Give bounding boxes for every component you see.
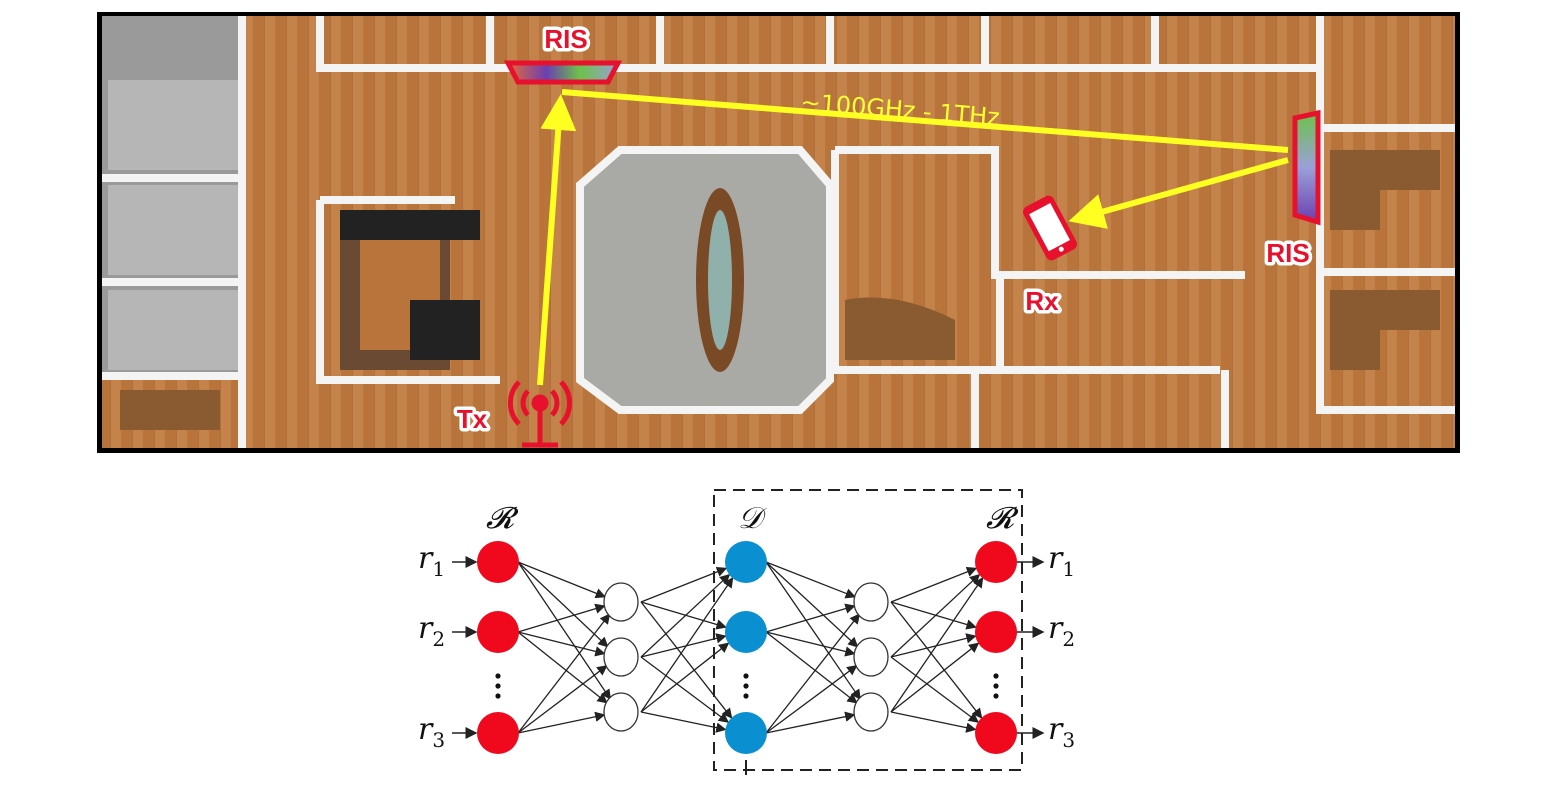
rx-label: Rx (1025, 286, 1059, 316)
latent-node (725, 712, 767, 754)
input-set-label: 𝓡 (486, 501, 519, 536)
beam-ris-to-ris (561, 89, 1289, 153)
ris-right-panel (1292, 109, 1321, 226)
connection-edge (765, 561, 859, 648)
hidden-node (853, 637, 889, 677)
signal-beams (537, 89, 1289, 386)
connection-edge (890, 573, 981, 658)
decoder-dashed-box (713, 489, 1023, 771)
ellipsis-dot (743, 693, 749, 699)
output-node (975, 611, 1017, 653)
connection-edge (517, 561, 607, 599)
antenna-icon (507, 380, 573, 448)
connection-edge (517, 665, 608, 734)
connection-edge (640, 566, 728, 603)
hidden-node (603, 582, 639, 622)
connection-edge (765, 613, 861, 734)
ellipsis-dot (993, 683, 999, 689)
output-node (975, 541, 1017, 583)
hidden-node (853, 692, 889, 732)
ellipsis-dot (495, 683, 501, 689)
ris-top-panel (503, 60, 623, 85)
ris-top-label: RIS (544, 24, 587, 54)
beam-tx-to-ris (537, 94, 577, 386)
input-node (477, 541, 519, 583)
ellipsis-dot (993, 693, 999, 699)
connection-edge (890, 633, 977, 658)
connection-edge (890, 656, 980, 723)
connection-edge (640, 601, 733, 719)
output-node (975, 712, 1017, 754)
ellipsis-dot (743, 683, 749, 689)
hidden-node (603, 637, 639, 677)
connection-edge (765, 631, 856, 657)
floor-plan (97, 12, 1460, 453)
input-node (477, 611, 519, 653)
autoencoder-network: 𝓡 𝒟 𝓡 r1 r2 r3 r1 r2 r3 (418, 489, 1075, 775)
beam-ris-to-rx (1068, 157, 1289, 229)
connection-edge (517, 613, 611, 734)
ellipsis-dot (495, 693, 501, 699)
connection-edge (640, 711, 727, 733)
latent-set-label: 𝒟 (738, 501, 767, 536)
signal-label: r1 (1048, 541, 1075, 581)
connection-edge (890, 711, 977, 733)
connection-edge (517, 603, 606, 633)
latent-node (725, 541, 767, 583)
signal-label: r3 (1048, 712, 1075, 752)
connection-edge (640, 601, 727, 630)
hidden-node (603, 692, 639, 732)
connection-edge (517, 561, 609, 648)
signal-label: r1 (418, 541, 445, 581)
connection-edge (890, 601, 983, 719)
connection-edge (765, 561, 857, 599)
output-set-label: 𝓡 (986, 501, 1019, 536)
connection-edge (765, 631, 858, 704)
connection-edge (640, 633, 727, 658)
latent-node (725, 611, 767, 653)
connection-edge (765, 711, 856, 734)
ellipsis-dot (495, 673, 501, 679)
connection-edge (890, 577, 984, 713)
connection-edge (640, 573, 731, 658)
connection-edge (517, 631, 608, 704)
tx-label: Tx (457, 404, 488, 434)
signal-label: r2 (418, 611, 445, 651)
ris-right-label: RIS (1266, 238, 1309, 268)
ellipsis-dot (743, 673, 749, 679)
connection-edge (517, 711, 606, 734)
connection-edge (517, 631, 606, 657)
ellipsis-dot (993, 673, 999, 679)
connection-edge (890, 642, 980, 713)
connection-edge (517, 561, 611, 700)
connection-edge (890, 566, 978, 603)
signal-label: r2 (1048, 611, 1075, 651)
connection-edge (765, 561, 861, 701)
connection-edge (890, 601, 977, 630)
input-node (477, 712, 519, 754)
connection-edge (640, 577, 734, 713)
connection-edge (765, 603, 856, 633)
phone-icon (1023, 195, 1077, 261)
connection-edge (765, 665, 858, 734)
signal-label: r3 (418, 712, 445, 752)
hidden-node (853, 582, 889, 622)
